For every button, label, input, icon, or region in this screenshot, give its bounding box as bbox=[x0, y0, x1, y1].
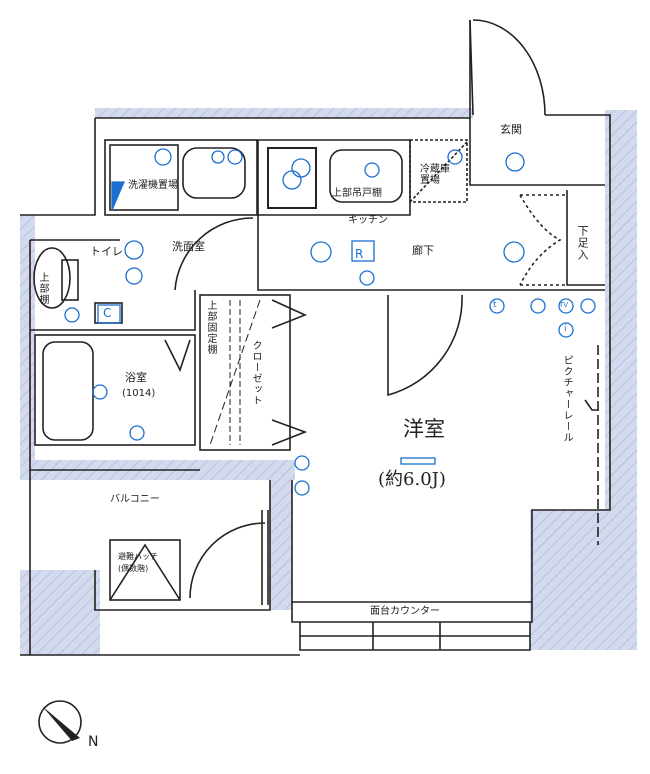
ceiling-light-icon bbox=[400, 457, 436, 465]
label-counter: 面台カウンター bbox=[370, 606, 440, 617]
stove-burner-icon bbox=[282, 170, 302, 190]
label-western-room-size: (約6.0J) bbox=[378, 469, 446, 490]
info-outlet-icon bbox=[558, 322, 574, 338]
outlet-icon bbox=[447, 149, 463, 165]
shaded-exterior bbox=[20, 108, 637, 655]
label-kitchen: キッチン bbox=[348, 215, 388, 226]
label-picture-rail: ピクチャーレール bbox=[561, 355, 572, 443]
label-upper-fixed-shelf: 上部固定棚 bbox=[205, 300, 216, 355]
tv-outlet-icon bbox=[558, 298, 574, 314]
label-entrance: 玄関 bbox=[500, 123, 522, 136]
compass-north-label: N bbox=[88, 734, 99, 750]
outlet-icon bbox=[211, 150, 225, 164]
fridge-r-mark: R bbox=[355, 247, 364, 261]
label-washer-space: 洗濯機置場 bbox=[128, 180, 178, 191]
ventilation-fan-icon bbox=[92, 384, 108, 400]
ceiling-light-icon bbox=[503, 241, 525, 263]
outlet-icon bbox=[530, 298, 546, 314]
label-bathroom: 浴室 bbox=[125, 371, 147, 384]
tv-mark: TV bbox=[559, 301, 569, 309]
label-hallway: 廊下 bbox=[412, 244, 434, 257]
outlet-icon bbox=[294, 480, 310, 496]
ceiling-light-icon bbox=[505, 152, 525, 172]
equipment-symbols bbox=[64, 148, 596, 496]
label-bathroom-size: (1014) bbox=[122, 388, 156, 399]
label-upper-shelf: 上部棚 bbox=[37, 272, 48, 305]
outlet-icon bbox=[154, 148, 172, 166]
ceiling-light-icon bbox=[124, 240, 144, 260]
switch-icon bbox=[489, 298, 505, 314]
ventilation-fan-icon bbox=[125, 267, 143, 285]
label-toilet: トイレ bbox=[90, 245, 123, 258]
outlet-icon bbox=[64, 307, 80, 323]
t-mark: t bbox=[493, 300, 497, 310]
drain-icon bbox=[111, 181, 125, 211]
label-western-room: 洋室 bbox=[403, 417, 445, 441]
ceiling-light-icon bbox=[310, 241, 332, 263]
label-shoe-cabinet: 下足入 bbox=[576, 225, 590, 261]
lan-outlet-icon bbox=[580, 298, 596, 314]
outlet-icon bbox=[227, 149, 243, 165]
label-balcony: バルコニー bbox=[110, 494, 160, 505]
c-mark: C bbox=[103, 306, 112, 320]
label-fridge-space: 冷蔵庫置場 bbox=[420, 164, 450, 186]
walls bbox=[20, 19, 611, 656]
label-escape-hatch: 避難ハッチ bbox=[118, 552, 158, 561]
label-washroom: 洗面室 bbox=[172, 240, 205, 253]
controller-icon bbox=[97, 304, 121, 324]
outlet-icon bbox=[359, 270, 375, 286]
outlet-icon bbox=[364, 162, 380, 178]
faucet-icon bbox=[129, 425, 145, 441]
compass-icon bbox=[38, 700, 82, 744]
label-upper-cabinet: 上部吊戸棚 bbox=[332, 188, 382, 199]
fridge-outlet-icon bbox=[351, 240, 375, 262]
i-mark: i bbox=[564, 324, 567, 334]
label-closet: クローゼット bbox=[250, 340, 261, 406]
outlet-icon bbox=[294, 455, 310, 471]
label-escape-hatch-note: (偶数階) bbox=[118, 564, 149, 573]
stove-burner-icon bbox=[291, 158, 311, 178]
